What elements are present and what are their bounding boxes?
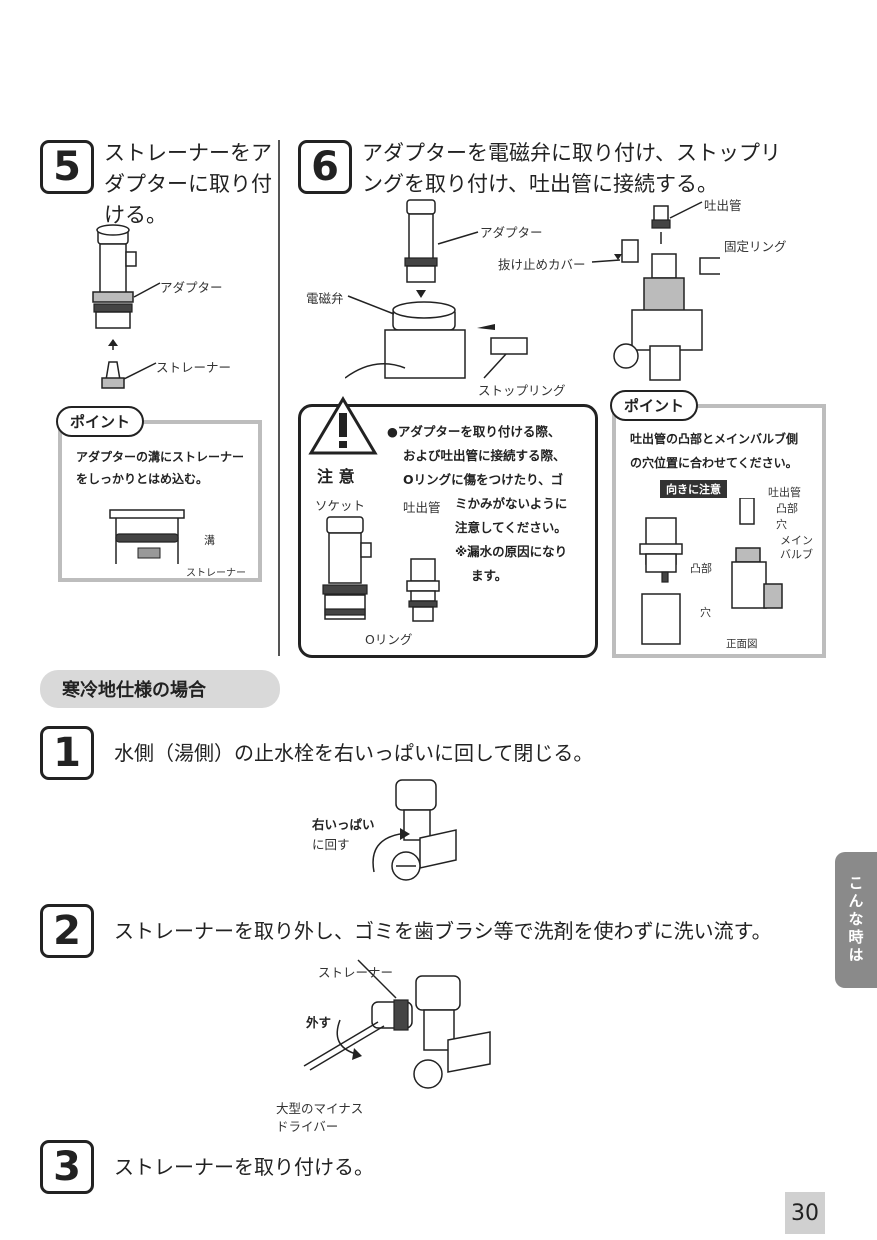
step6-label-fixring: 固定リング [724, 239, 787, 254]
caution-line3: Oリングに傷をつけたり、ゴ [403, 472, 564, 487]
step6-point-label-mainvalve1: メイン [780, 534, 813, 547]
page-number: 30 [785, 1192, 825, 1234]
step6-label-cover: 抜け止めカバー [498, 257, 586, 272]
step6-point-label-protrusion2: 凸部 [690, 562, 712, 575]
step6-point-box: 吐出管の凸部とメインバルブ側 の穴位置に合わせてください。 向きに注意 吐出管 … [612, 404, 826, 658]
step6-caution-box: 注 意 ソケット 吐出管 Oリング ●アダプターを取り付ける際、 および吐出管に… [298, 396, 598, 658]
step6-point-pill: ポイント [610, 390, 699, 421]
step6-number: 6 [298, 140, 352, 194]
step6-text-line2: ングを取り付け、吐出管に接続する。 [362, 172, 718, 196]
column-divider [278, 140, 280, 656]
step6-leader-outlet [669, 201, 703, 219]
step6-leader-solenoid [347, 295, 395, 315]
cold-step2-strainer-illustration [303, 959, 491, 1089]
caution-line2: および吐出管に接続する際、 [403, 448, 566, 463]
step5-point-box: アダプターの溝にストレーナー をしっかりとはめ込む。 溝 ストレーナー [58, 420, 262, 582]
step6-label-solenoid: 電磁弁 [306, 291, 344, 306]
step5-text-line2: ダプターに取り付 [104, 172, 272, 196]
cold-step2-label-remove: 外す [306, 1015, 332, 1030]
caution-label-outlet: 吐出管 [403, 500, 441, 515]
step6-point-text-line1: 吐出管の凸部とメインバルブ側 [630, 432, 799, 446]
cold-step1-label-right2: に回す [312, 837, 350, 852]
step6-point-label-front: 正面図 [726, 638, 758, 650]
cold-step1-text: 水側（湯側）の止水栓を右いっぱいに回して閉じる。 [114, 741, 594, 765]
step6-label-adapter: アダプター [480, 225, 543, 240]
cold-step3-text: ストレーナーを取り付ける。 [114, 1155, 374, 1179]
caution-line5: 注意してください。 [455, 520, 567, 535]
step6-leader-stopring [483, 353, 507, 379]
step5-point-text-line1: アダプターの溝にストレーナー [76, 450, 245, 464]
cold-step2-label-strainer: ストレーナー [318, 965, 394, 980]
caution-title: 注 意 [317, 467, 355, 486]
caution-label-socket: ソケット [315, 498, 366, 513]
step5-point-text-line2: をしっかりとはめ込む。 [76, 472, 209, 486]
step5-text: ストレーナーをア ダプターに取り付 ける。 [104, 138, 274, 231]
step6-point-badge: 向きに注意 [660, 480, 727, 498]
cold-step1-valve-illustration [372, 779, 457, 881]
step5-label-strainer: ストレーナー [156, 360, 232, 375]
step5-point-pill: ポイント [56, 406, 145, 437]
step6-point-label-hole: 穴 [776, 518, 787, 531]
caution-line6: ※漏水の原因になり [455, 544, 568, 559]
step6-solenoid-illustration [345, 199, 528, 379]
cold-step2-number: 2 [40, 904, 94, 958]
step6-point-text-line2: の穴位置に合わせてください。 [630, 456, 798, 470]
step5-leader-adapter [133, 282, 161, 298]
cold-step1-number: 1 [40, 726, 94, 780]
step5-adapter-illustration [92, 224, 137, 389]
step6-leader-cover [591, 259, 621, 263]
step5-text-line3: ける。 [104, 203, 167, 227]
cold-step3-number: 3 [40, 1140, 94, 1194]
step5-label-adapter: アダプター [160, 280, 223, 295]
caution-label-oring: Oリング [365, 632, 413, 647]
caution-warning-icon [308, 396, 378, 455]
caution-socket-illustration [322, 516, 372, 620]
step6-label-stopring: ストップリング [478, 383, 566, 398]
step5-point-label-groove: 溝 [204, 534, 215, 547]
caution-line4: ミかみがないように [455, 496, 568, 511]
cold-step2-text: ストレーナーを取り外し、ゴミを歯ブラシ等で洗剤を使わずに洗い流す。 [114, 919, 772, 943]
step6-point-label-outlet: 吐出管 [768, 486, 801, 499]
step5-leader-strainer [123, 362, 157, 380]
cold-step2-label-driver1: 大型のマイナス [276, 1101, 364, 1116]
step6-leader-adapter [437, 231, 479, 245]
cold-step1-label-right1: 右いっぱい [312, 817, 375, 832]
step6-label-outlet: 吐出管 [704, 198, 742, 213]
step5-point-label-strainer: ストレーナー [186, 568, 246, 579]
step6-point-label-protrusion: 凸部 [776, 502, 798, 515]
step6-text-line1: アダプターを電磁弁に取り付け、ストップリ [362, 141, 781, 165]
cold-step2-label-driver2: ドライバー [276, 1119, 339, 1134]
caution-line7: ます。 [471, 568, 508, 583]
step5-number: 5 [40, 140, 94, 194]
caution-line1: ●アダプターを取り付ける際、 [387, 424, 561, 439]
side-tab[interactable]: こんな時は [835, 852, 877, 988]
step6-point-illustration [639, 498, 783, 645]
step6-text: アダプターを電磁弁に取り付け、ストップリ ングを取り付け、吐出管に接続する。 [362, 138, 812, 200]
step6-point-label-mainvalve2: バルブ [780, 548, 813, 561]
cold-region-title: 寒冷地仕様の場合 [40, 670, 280, 708]
step6-point-label-hole2: 穴 [700, 606, 711, 619]
step5-text-line1: ストレーナーをア [104, 141, 272, 165]
step6-mainvalve-illustration [613, 205, 720, 381]
step5-point-illustration [109, 509, 185, 564]
caution-outlet-illustration [406, 558, 440, 622]
